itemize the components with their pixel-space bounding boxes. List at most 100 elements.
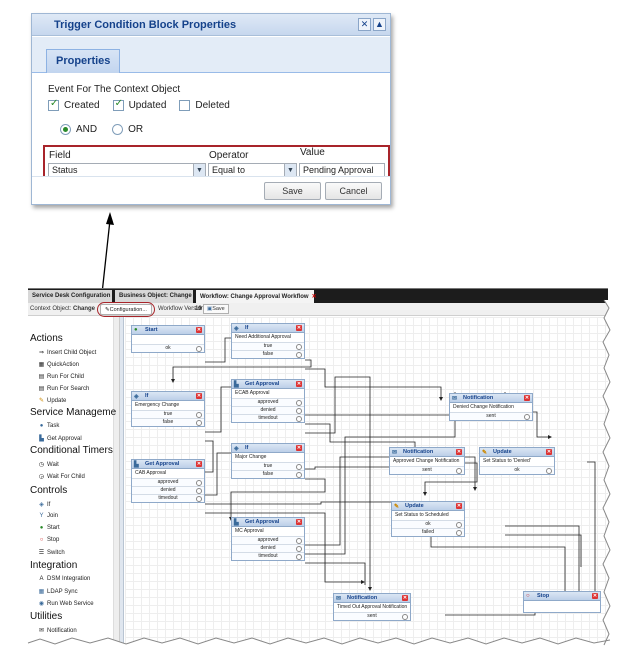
toolbox-item-wait-for-child[interactable]: ◶Wait For Child (38, 473, 85, 480)
close-icon[interactable]: ✕ (402, 595, 408, 601)
toolbox-item-get-approval[interactable]: ▙Get Approval (38, 435, 82, 442)
node-port[interactable]: denied (132, 486, 204, 494)
close-icon[interactable]: ✕ (296, 519, 302, 525)
close-icon[interactable]: ✕ (524, 395, 530, 401)
toolbox-item-run-for-child[interactable]: ▤Run For Child (38, 373, 84, 380)
node-port[interactable]: false (232, 350, 304, 358)
panel-splitter[interactable] (120, 317, 124, 644)
node-port[interactable]: ok (480, 466, 554, 474)
toolbox-item-task[interactable]: ●Task (38, 423, 60, 429)
toolbox-item-notification[interactable]: ✉Notification (38, 627, 77, 634)
node-update-denied[interactable]: ✎Update✕ Set Status to 'Denied' ok (479, 447, 555, 475)
toolbox-item-update[interactable]: ✎Update (38, 397, 66, 404)
close-icon[interactable]: ✕ (296, 445, 302, 451)
toolbox-item-ldap-sync[interactable]: ▦LDAP Sync (38, 588, 78, 595)
node-port[interactable]: approved (132, 478, 204, 486)
context-label: Context Object: (30, 306, 72, 312)
node-port[interactable]: sent (334, 612, 410, 620)
node-port[interactable]: ok (392, 520, 464, 528)
toolbox-item-run-for-search[interactable]: ▤Run For Search (38, 385, 90, 392)
node-port[interactable]: ok (132, 344, 204, 352)
tab-business-object-change[interactable]: Business Object: Change (115, 290, 193, 303)
node-port[interactable]: timedout (132, 494, 204, 502)
node-port[interactable]: sent (450, 412, 532, 420)
node-port[interactable]: false (132, 418, 204, 426)
close-icon[interactable]: ✕ (296, 381, 302, 387)
node-port[interactable]: denied (232, 406, 304, 414)
node-notification-denied[interactable]: ✉Notification✕ Denied Change Notificatio… (449, 393, 533, 421)
toolbox-item-switch[interactable]: ☰Switch (38, 549, 65, 556)
close-icon[interactable]: ✕ (592, 593, 598, 599)
node-description: ECAB Approval (235, 390, 270, 396)
node-port[interactable]: true (132, 410, 204, 418)
toolbox-item-insert-child-object[interactable]: ⇒Insert Child Object (38, 349, 96, 356)
close-icon[interactable]: ✕ (311, 294, 317, 300)
collapse-icon[interactable]: ▲ (373, 18, 386, 31)
updated-checkbox[interactable] (112, 98, 124, 111)
node-if-emergency-change[interactable]: ◈If✕ Emergency Change true false (131, 391, 205, 427)
node-port[interactable]: approved (232, 536, 304, 544)
deleted-checkbox[interactable] (179, 100, 191, 111)
toolbox-item-start[interactable]: ●Start (38, 525, 60, 531)
node-stop[interactable]: ○Stop✕ (523, 591, 601, 613)
node-start[interactable]: ●Start✕ ok (131, 325, 205, 353)
created-label: Created (64, 100, 100, 111)
node-port[interactable]: denied (232, 544, 304, 552)
close-icon[interactable]: ✕ (196, 393, 202, 399)
node-get-approval-cab[interactable]: ▙Get Approval✕ CAB Approval approved den… (131, 459, 205, 503)
and-radio[interactable] (60, 124, 71, 135)
node-get-approval-ecab[interactable]: ▙Get Approval✕ ECAB Approval approved de… (231, 379, 305, 423)
close-icon[interactable]: ✕ (296, 325, 302, 331)
node-port[interactable]: failed (392, 528, 464, 536)
toolbox-item-run-web-service[interactable]: ◉Run Web Service (38, 600, 94, 607)
node-description: Emergency Change (135, 402, 180, 408)
close-icon[interactable]: ✕ (358, 18, 371, 31)
toolbox-item-quickaction[interactable]: ▦QuickAction (38, 361, 79, 368)
node-description: Set Status to 'Denied' (483, 458, 531, 464)
toolbox-scrollbar[interactable] (113, 317, 119, 644)
node-description: Set Status to Scheduled (395, 512, 449, 518)
node-notification-approved[interactable]: ✉Notification✕ Approved Change Notificat… (389, 447, 465, 475)
node-description: Approved Change Notification (393, 458, 460, 464)
node-port[interactable]: false (232, 470, 304, 478)
workflow-canvas[interactable]: ●Start✕ ok ◈If✕ Need Additional Approval… (125, 317, 608, 644)
node-get-approval-mc[interactable]: ▙Get Approval✕ MC Approval approved deni… (231, 517, 305, 561)
toolbox-item-label: Wait (47, 462, 59, 468)
created-checkbox[interactable] (48, 98, 59, 111)
node-notification-timed-out[interactable]: ✉Notification✕ Timed Out Approval Notifi… (333, 593, 411, 621)
save-button[interactable]: ▣Save (203, 304, 229, 314)
close-icon[interactable]: ✕ (546, 449, 552, 455)
close-icon[interactable]: ✕ (456, 503, 462, 509)
toolbox-item-if[interactable]: ◈If (38, 501, 50, 508)
node-port[interactable]: sent (390, 466, 464, 474)
node-port[interactable]: timedout (232, 552, 304, 560)
save-button[interactable]: Save (264, 182, 321, 200)
node-port[interactable]: timedout (232, 414, 304, 422)
close-icon[interactable]: ✕ (196, 327, 202, 333)
toolbox-item-wait[interactable]: ◷Wait (38, 461, 59, 468)
dialog-footer: Save Cancel (32, 176, 390, 204)
document-tabbar: Service Desk Configuration Business Obje… (28, 289, 608, 303)
cancel-button[interactable]: Cancel (325, 182, 382, 200)
close-icon[interactable]: ✕ (196, 461, 202, 467)
toolbox-item-stop[interactable]: ○Stop (38, 537, 60, 543)
node-if-need-additional-approval[interactable]: ◈If✕ Need Additional Approval true false (231, 323, 305, 359)
tab-service-desk-configuration[interactable]: Service Desk Configuration (28, 290, 112, 303)
dialog-tabbar: Properties (32, 37, 390, 73)
node-port[interactable]: approved (232, 398, 304, 406)
node-port[interactable]: true (232, 462, 304, 470)
toolbox-section-actions: Actions (30, 333, 63, 344)
tab-properties[interactable]: Properties (46, 49, 121, 73)
value-header: Value (300, 147, 325, 158)
or-radio[interactable] (112, 124, 124, 135)
tab-workflow[interactable]: Workflow: Change Approval Workflow✕ (196, 290, 317, 303)
node-if-major-change[interactable]: ◈If✕ Major Change true false (231, 443, 305, 479)
toolbox-item-label: Start (47, 525, 60, 531)
node-update-scheduled[interactable]: ✎Update✕ Set Status to Scheduled ok fail… (391, 501, 465, 537)
condition-row-highlight: Field Operator Value Status ▼ Equal to ▼… (43, 145, 390, 189)
node-port[interactable]: true (232, 342, 304, 350)
close-icon[interactable]: ✕ (456, 449, 462, 455)
operator-select-value: Equal to (212, 165, 246, 175)
